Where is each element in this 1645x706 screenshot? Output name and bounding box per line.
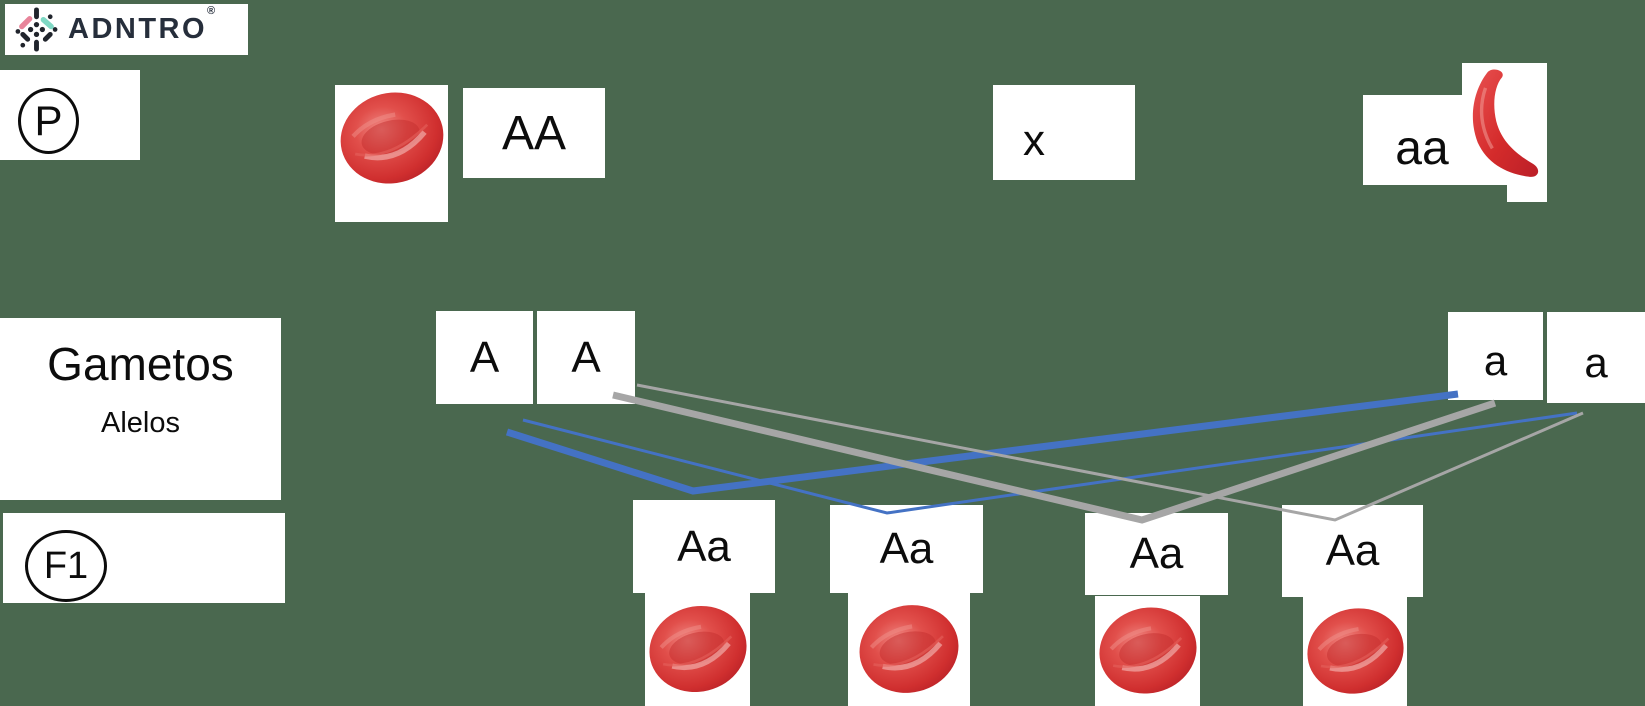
connector-line-blue-thin — [522, 411, 1578, 515]
parent-right-genotype: aa — [1395, 121, 1449, 175]
red-blood-cell-icon — [852, 596, 966, 702]
dna-dots-icon — [13, 6, 60, 53]
gamete-box-right-1: a — [1448, 312, 1543, 400]
gametes-title: Gametos — [47, 337, 234, 390]
offspring-genotype-1: Aa — [677, 521, 731, 571]
offspring-genotype-3: Aa — [1129, 529, 1184, 578]
gamete-left-1: A — [469, 332, 500, 382]
cross-symbol: x — [1023, 116, 1045, 165]
gamete-box-right-2: a — [1547, 312, 1645, 403]
brand-text: ADNTRO — [68, 13, 208, 45]
offspring-box-2: Aa — [830, 505, 983, 593]
gamete-right-2: a — [1584, 338, 1608, 386]
f1-generation-box: F1 — [3, 513, 285, 603]
connector-line-blue-thick — [505, 390, 1459, 495]
parent-left-genotype: AA — [501, 106, 567, 160]
p-generation-box: P — [0, 70, 140, 160]
gametes-subtitle: Alelos — [101, 406, 180, 439]
offspring-box-3: Aa — [1085, 513, 1228, 595]
red-blood-cell-icon — [1096, 598, 1200, 703]
f1-generation-label: F1 — [43, 544, 89, 587]
offspring-genotype-4: Aa — [1325, 526, 1380, 575]
logo-box: ADNTRO® — [5, 4, 248, 55]
p-generation-label: P — [34, 97, 63, 144]
gamete-box-left-1: A — [436, 311, 533, 404]
gametes-panel: Gametos Alelos — [0, 318, 281, 500]
red-blood-cell-icon — [1304, 599, 1407, 703]
gamete-right-1: a — [1483, 337, 1508, 384]
offspring-box-1: Aa — [633, 500, 775, 593]
cross-symbol-box: x — [993, 85, 1135, 180]
red-blood-cell-icon — [337, 83, 447, 193]
p-generation-circle: P — [18, 88, 79, 154]
brand-name: ADNTRO® — [68, 6, 215, 45]
f1-generation-circle: F1 — [25, 530, 107, 602]
sickle-cell-icon — [1471, 67, 1540, 179]
gamete-box-left-2: A — [537, 311, 635, 404]
parent-left-genotype-box: AA — [463, 88, 605, 178]
offspring-genotype-2: Aa — [879, 524, 934, 573]
red-blood-cell-icon — [646, 596, 750, 702]
connector-line-gray-thin — [636, 383, 1584, 522]
gamete-left-2: A — [571, 332, 601, 382]
parent-right-cell-box-step — [1507, 183, 1547, 202]
offspring-box-4: Aa — [1282, 505, 1423, 597]
registered-mark: ® — [207, 5, 216, 17]
